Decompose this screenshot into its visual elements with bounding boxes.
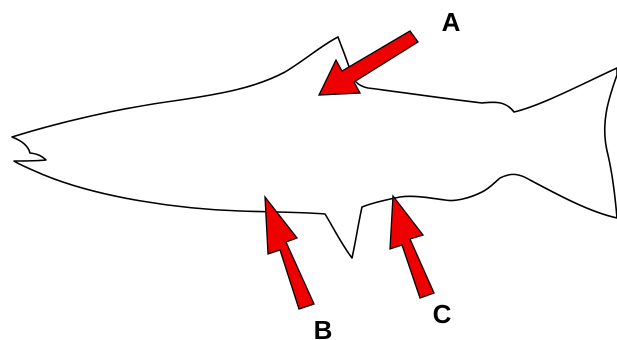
label-c: C bbox=[433, 299, 452, 329]
label-b: B bbox=[314, 315, 333, 340]
label-a: A bbox=[442, 7, 461, 37]
arrow-b bbox=[265, 197, 314, 309]
arrow-c bbox=[390, 196, 434, 298]
fish-silhouette bbox=[12, 37, 617, 258]
